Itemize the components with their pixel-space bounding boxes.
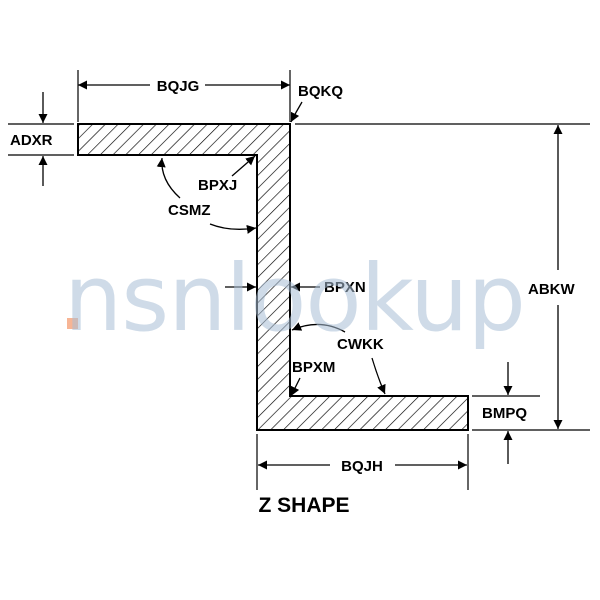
bpxm-leader [290, 377, 301, 397]
label-bpxj: BPXJ [198, 177, 237, 194]
z-profile [77, 123, 469, 431]
label-bpxm: BPXM [292, 359, 335, 376]
label-adxr: ADXR [10, 132, 53, 149]
cwkk-leader-top [291, 322, 346, 333]
cwkk-leader-bottom [371, 357, 386, 395]
label-abkw: ABKW [528, 281, 575, 298]
label-csmz: CSMZ [168, 202, 211, 219]
watermark-text: nsnlookup [64, 245, 525, 352]
diagram-title: Z SHAPE [258, 494, 349, 517]
label-bqjg: BQJG [157, 78, 200, 95]
label-bmpq: BMPQ [482, 405, 527, 422]
label-bqjh: BQJH [341, 458, 383, 475]
label-cwkk: CWKK [337, 336, 384, 353]
label-bqkq: BQKQ [298, 83, 343, 100]
bqkq-leader [290, 101, 303, 123]
bpxj-leader [231, 155, 256, 177]
watermark-dot [67, 318, 78, 329]
label-bpxn: BPXN [324, 279, 366, 296]
csmz-leader-top [156, 157, 181, 199]
csmz-leader-bottom [209, 223, 257, 234]
